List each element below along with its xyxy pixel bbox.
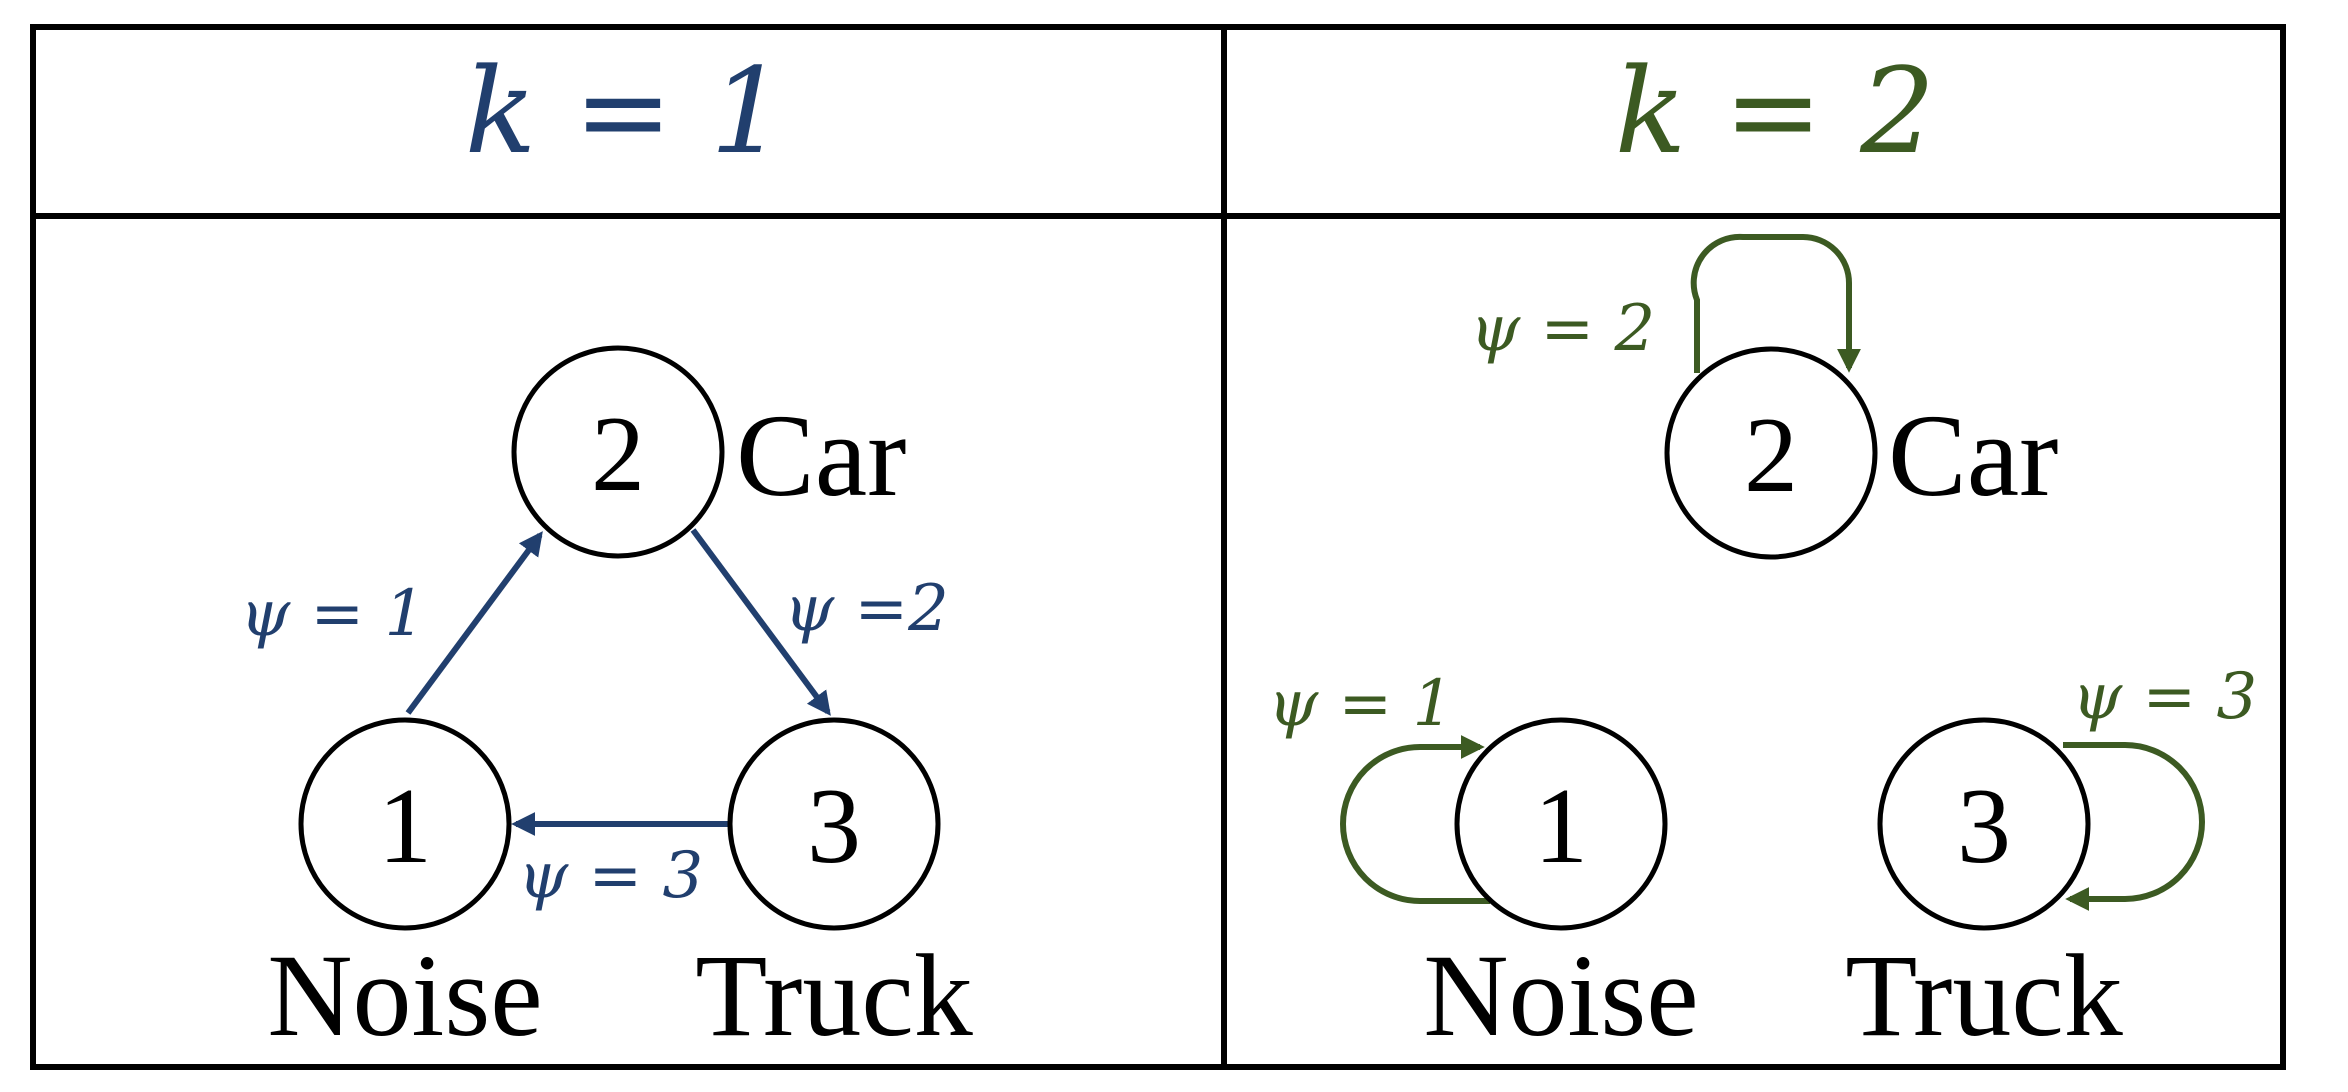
node-label: Car (736, 390, 906, 521)
node-label: Noise (1423, 930, 1698, 1061)
node-number: 3 (1957, 767, 2011, 886)
node-noise: 1 Noise (1423, 717, 1699, 1061)
table-grid (30, 24, 2286, 1070)
node-circle (1664, 346, 1878, 560)
node-circle (511, 345, 725, 559)
node-noise: 1 Noise (267, 717, 543, 1061)
node-car: 2 Car (1664, 346, 2058, 560)
edge-car-to-truck (690, 528, 831, 716)
node-number: 1 (1534, 767, 1588, 886)
edge-label-car-to-truck: ψ =2 (784, 572, 949, 646)
edge-label-car-self: ψ = 2 (1470, 292, 1655, 366)
node-label: Truck (1845, 930, 2123, 1061)
node-truck: 3 Truck (695, 717, 973, 1061)
node-number: 1 (378, 767, 432, 886)
node-circle (1877, 717, 2091, 931)
edge-label-noise-to-car: ψ = 1 (240, 577, 425, 651)
self-loop-noise (1340, 735, 1490, 904)
edge-label-truck-self: ψ = 3 (2072, 660, 2257, 734)
right-header: k = 2 (1615, 42, 1935, 180)
node-number: 3 (807, 767, 861, 886)
self-loop-truck (2063, 742, 2205, 911)
node-circle (727, 717, 941, 931)
node-truck: 3 Truck (1845, 717, 2123, 1061)
self-loop-car (1690, 233, 1861, 373)
table-border (30, 24, 2286, 1070)
edge-label-truck-to-noise: ψ = 3 (518, 839, 703, 913)
left-panel: k = 1 ψ = 1 ψ =2 ψ = 3 2 Car 1 Noise 3 T… (240, 42, 973, 1061)
edge-label-noise-self: ψ = 1 (1268, 667, 1453, 741)
node-label: Noise (267, 930, 542, 1061)
right-panel: k = 2 ψ = 2 ψ = 1 ψ = 3 2 Car 1 Noise 3 … (1268, 42, 2257, 1061)
node-circle (298, 717, 512, 931)
node-label: Truck (695, 930, 973, 1061)
node-number: 2 (591, 395, 645, 514)
node-circle (1454, 717, 1668, 931)
node-car: 2 Car (511, 345, 906, 559)
node-number: 2 (1744, 396, 1798, 515)
node-label: Car (1888, 390, 2058, 521)
edge-noise-to-car (405, 531, 543, 715)
left-header: k = 1 (465, 42, 785, 180)
